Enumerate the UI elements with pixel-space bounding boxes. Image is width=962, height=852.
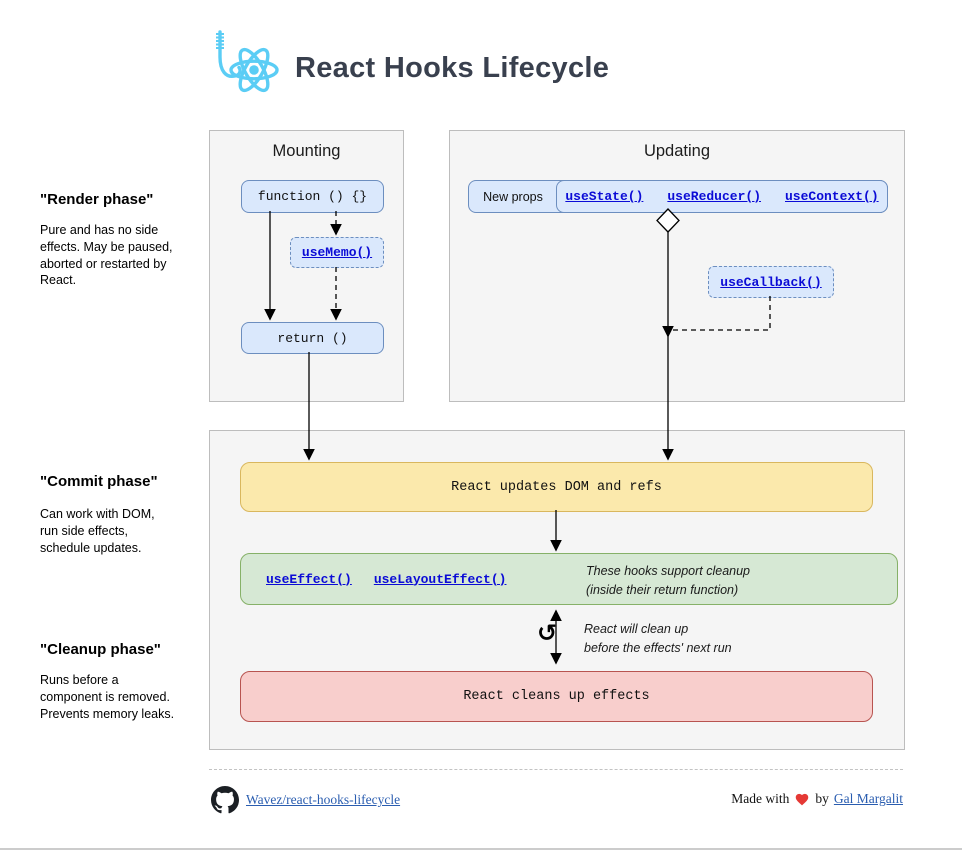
- footer-divider: [209, 769, 903, 770]
- made-with-credit: Made with by Gal Margalit: [731, 791, 903, 807]
- effects-box: useEffect() useLayoutEffect(): [240, 553, 898, 605]
- usestate-link[interactable]: useState(): [565, 189, 644, 204]
- usecontext-link[interactable]: useContext(): [785, 189, 879, 204]
- cleanup-label: React cleans up effects: [463, 689, 650, 704]
- refresh-icon: ↺: [537, 619, 558, 647]
- commit-phase-body: Can work with DOM, run side effects, sch…: [40, 507, 155, 555]
- dom-update-box: React updates DOM and refs: [240, 462, 873, 512]
- uselayouteffect-link[interactable]: useLayoutEffect(): [373, 571, 507, 587]
- return-node: return (): [241, 322, 384, 354]
- updating-title: Updating: [643, 142, 711, 160]
- github-icon[interactable]: [211, 786, 239, 814]
- useeffect-link[interactable]: useEffect(): [266, 571, 352, 587]
- usememo-node: useMemo(): [290, 237, 384, 268]
- cleanup-phase-body: Runs before a component is removed. Prev…: [40, 673, 175, 721]
- cleanup-box: React cleans up effects: [240, 671, 873, 722]
- react-hook-logo-icon: [216, 30, 279, 93]
- by-text: by: [815, 791, 829, 806]
- render-phase-title: "Render phase": [40, 191, 154, 208]
- usereducer-link[interactable]: useReducer(): [667, 189, 761, 204]
- function-node: function () {}: [241, 180, 384, 213]
- new-props-label: New props: [483, 189, 543, 204]
- usecallback-node: useCallback(): [708, 266, 834, 298]
- mounting-title: Mounting: [272, 142, 341, 160]
- updating-container: Updating: [449, 130, 905, 402]
- new-props-bar: New props useState() useReducer() useCon…: [468, 180, 888, 213]
- heart-icon: [796, 793, 809, 805]
- state-hooks-group: useState() useReducer() useContext(): [556, 180, 888, 213]
- return-label: return (): [277, 330, 348, 346]
- cleanup-phase-title: "Cleanup phase": [40, 641, 161, 658]
- effects-note: These hooks support cleanup (inside thei…: [586, 564, 750, 597]
- usememo-link[interactable]: useMemo(): [301, 245, 373, 260]
- author-link[interactable]: Gal Margalit: [833, 791, 903, 806]
- render-phase-body: Pure and has no side effects. May be pau…: [40, 223, 173, 288]
- page-title: React Hooks Lifecycle: [295, 52, 610, 84]
- repo-link[interactable]: Wavez/react-hooks-lifecycle: [246, 792, 401, 807]
- dom-update-label: React updates DOM and refs: [451, 479, 662, 495]
- commit-phase-title: "Commit phase": [40, 473, 158, 490]
- page-bottom-border: [0, 848, 962, 850]
- made-with-text: Made with: [731, 791, 790, 806]
- usecallback-link[interactable]: useCallback(): [720, 274, 822, 290]
- function-label: function () {}: [257, 189, 368, 204]
- cleanup-note: React will clean up before the effects' …: [584, 622, 732, 655]
